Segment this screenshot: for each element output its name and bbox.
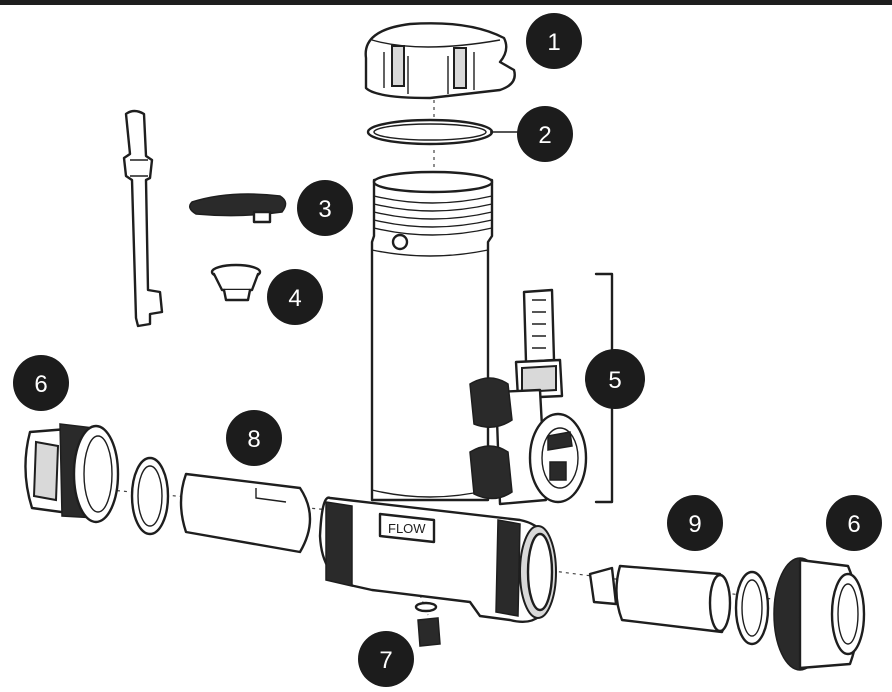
- callout-1: 1: [526, 13, 582, 69]
- callout-2: 2: [517, 106, 573, 162]
- part-tee-body: FLOW: [318, 496, 557, 623]
- part-tail-piece-right: [588, 564, 732, 634]
- part-o-ring-right-inner: [741, 579, 763, 637]
- part-strainer-plate: [189, 193, 287, 224]
- top-border: [0, 0, 892, 5]
- svg-text:5: 5: [608, 367, 621, 394]
- svg-text:1: 1: [547, 29, 560, 56]
- svg-text:7: 7: [379, 647, 392, 674]
- part-lid: [364, 22, 516, 100]
- part-union-nut-left: [24, 423, 120, 524]
- callout-6-left: 6: [13, 355, 69, 411]
- svg-text:3: 3: [318, 196, 331, 223]
- part-drain-plug: [414, 601, 441, 647]
- flow-marking: FLOW: [388, 521, 426, 536]
- part-adapter: [210, 263, 262, 302]
- part-main-body: [370, 170, 494, 502]
- callout-9: 9: [667, 495, 723, 551]
- part-valve-assembly: [469, 288, 588, 506]
- callout-6-right: 6: [826, 495, 882, 551]
- part-o-ring-right: [734, 570, 770, 646]
- part-tail-piece-left: [179, 472, 312, 554]
- callout-4: 4: [267, 269, 323, 325]
- svg-text:2: 2: [538, 122, 551, 149]
- callout-8: 8: [226, 410, 282, 466]
- part-union-nut-right: [773, 557, 866, 671]
- part-dip-tube: [122, 109, 164, 328]
- part-o-ring-top-inner: [373, 123, 487, 141]
- callout-5: 5: [585, 349, 645, 409]
- callout-3: 3: [297, 180, 353, 236]
- svg-text:4: 4: [288, 285, 301, 312]
- svg-text:8: 8: [247, 426, 260, 453]
- svg-text:6: 6: [847, 511, 860, 538]
- callout-7: 7: [358, 631, 414, 687]
- svg-text:6: 6: [34, 371, 47, 398]
- svg-text:9: 9: [688, 511, 701, 538]
- part-o-ring-left-inner: [137, 465, 163, 527]
